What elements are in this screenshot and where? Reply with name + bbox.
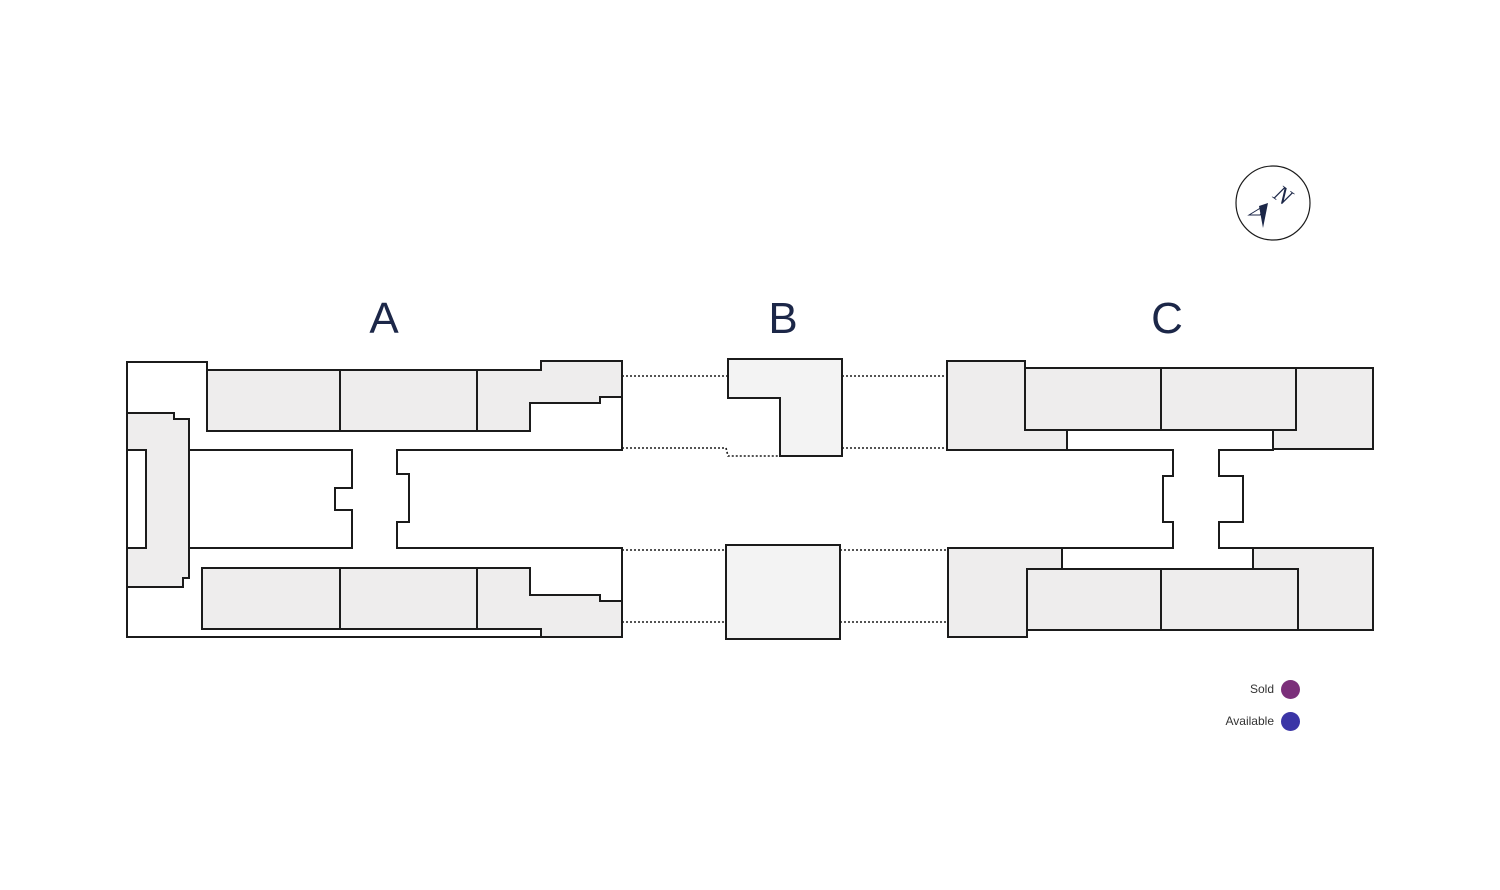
unit-c-north-1[interactable]: [1024, 367, 1162, 431]
unit-b-south[interactable]: [725, 544, 841, 640]
unit-b-north[interactable]: [727, 358, 843, 457]
unit-c-north-2[interactable]: [1160, 367, 1297, 431]
walkway-connectors: [622, 375, 948, 623]
legend-label-available: Available: [1225, 714, 1274, 728]
unit-a-south-3[interactable]: [476, 567, 623, 638]
building-b-label: B: [768, 294, 797, 343]
unit-a-north-1[interactable]: [206, 369, 341, 432]
legend-item-sold: Sold: [1190, 678, 1300, 700]
unit-c-south-2[interactable]: [1160, 568, 1299, 631]
unit-a-north-3[interactable]: [476, 360, 623, 432]
legend-dot-sold: [1281, 679, 1300, 699]
building-a: [126, 360, 623, 638]
unit-c-south-east[interactable]: [1252, 547, 1374, 631]
unit-a-south-1[interactable]: [201, 567, 341, 630]
unit-a-north-2[interactable]: [339, 369, 478, 432]
unit-a-south-2[interactable]: [339, 567, 478, 630]
legend-item-available: Available: [1190, 710, 1300, 732]
building-b: [725, 358, 843, 640]
legend-dot-available: [1281, 711, 1300, 731]
unit-c-south-1[interactable]: [1026, 568, 1162, 631]
status-legend: Sold Available: [1190, 678, 1300, 742]
building-c-label: C: [1151, 294, 1183, 343]
legend-label-sold: Sold: [1249, 682, 1274, 696]
unit-a-west[interactable]: [126, 412, 190, 588]
building-c: [946, 360, 1374, 638]
north-arrow-icon: N: [1235, 165, 1311, 241]
unit-c-north-east[interactable]: [1272, 367, 1374, 450]
building-a-label: A: [369, 294, 399, 343]
